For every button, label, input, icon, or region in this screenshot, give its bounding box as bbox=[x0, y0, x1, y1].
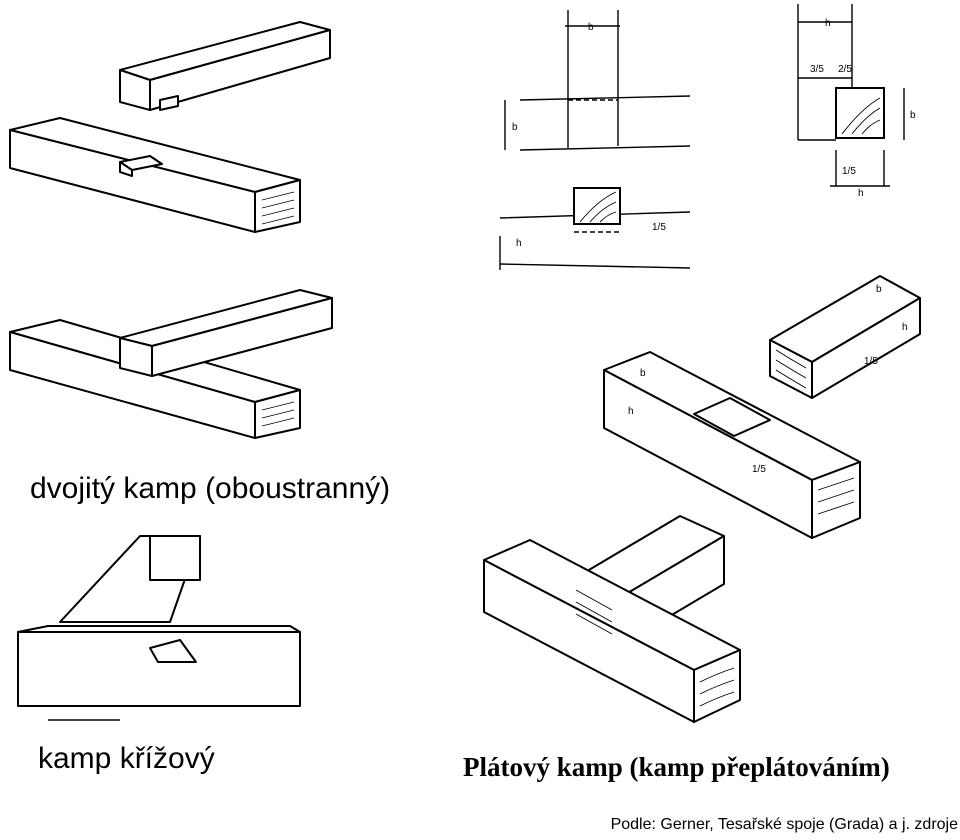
caption-cross-lap: kamp křížový bbox=[38, 742, 215, 775]
svg-text:1/5: 1/5 bbox=[864, 356, 878, 367]
svg-text:1/5: 1/5 bbox=[652, 222, 666, 233]
svg-text:1/5: 1/5 bbox=[752, 464, 766, 475]
source-credit: Podle: Gerner, Tesařské spoje (Grada) a … bbox=[610, 816, 958, 833]
svg-text:h: h bbox=[902, 322, 908, 333]
svg-text:h: h bbox=[858, 188, 864, 199]
svg-text:3/5: 3/5 bbox=[810, 64, 824, 75]
half-lap-assembled-drawing bbox=[483, 515, 741, 723]
svg-text:b: b bbox=[910, 110, 916, 121]
svg-text:1/5: 1/5 bbox=[842, 166, 856, 177]
double-lap-assembled-drawing bbox=[9, 289, 333, 439]
cross-lap-drawing bbox=[17, 535, 301, 721]
svg-text:b: b bbox=[512, 122, 518, 133]
svg-text:b: b bbox=[588, 22, 594, 33]
svg-text:b: b bbox=[876, 284, 882, 295]
svg-text:h: h bbox=[516, 238, 522, 249]
svg-text:h: h bbox=[825, 18, 831, 29]
double-lap-exploded-drawing bbox=[9, 21, 331, 233]
svg-text:h: h bbox=[628, 406, 634, 417]
half-lap-plan-dimension-drawing: b b 1/5 h bbox=[499, 10, 691, 270]
section-dimension-drawing: h 3/5 2/5 b 1/5 h bbox=[797, 4, 916, 199]
svg-text:2/5: 2/5 bbox=[838, 64, 852, 75]
svg-text:b: b bbox=[640, 368, 646, 379]
caption-half-lap: Plátový kamp (kamp přeplátováním) bbox=[463, 752, 890, 782]
half-lap-exploded-drawing: h b 1/5 b h 1/5 bbox=[603, 275, 921, 539]
caption-double-lap: dvojitý kamp (oboustranný) bbox=[30, 472, 391, 505]
